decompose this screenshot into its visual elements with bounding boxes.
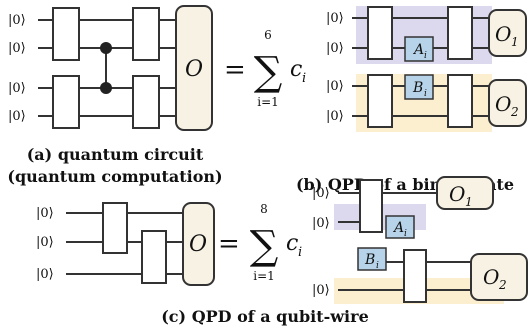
gate-c-1 [102,202,128,254]
control-dot-top [100,42,112,54]
observable-b1-label: O [495,22,511,46]
sum-a-lower: i=1 [257,95,279,109]
gate-c-2 [141,230,167,284]
control-dot-bottom [100,82,112,94]
observable-b2-box [488,79,527,127]
sum-c-lower: i=1 [253,269,275,283]
observable-c2-box [470,253,528,301]
observable-c2-sub: 2 [498,278,507,292]
ket-c-1: |0⟩ [36,206,54,221]
gate-b-1 [367,6,393,60]
ket-a-3: |0⟩ [8,81,26,96]
gate-c-right-2 [403,249,427,303]
sub-gate-b-c-label: B [364,252,375,268]
sub-gate-b-b-label: B [412,80,423,96]
ket-a-1: |0⟩ [8,13,26,28]
gate-a-4 [132,75,160,129]
coef-a-sub: i [302,71,306,86]
caption-a-line2: (quantum computation) [7,167,222,186]
ket-a-4: |0⟩ [8,109,26,124]
coef-c: c [286,231,298,256]
observable-c1-box [436,176,494,210]
ket-c-2: |0⟩ [36,235,54,250]
observable-c-label: O [189,232,207,257]
ket-b-4: |0⟩ [326,109,344,124]
panel-c-circuit: |0⟩ |0⟩ |0⟩ O = 8 ∑ i=1 c i |0⟩ |0⟩ |0⟩ … [36,176,528,326]
coef-c-sub: i [298,245,302,260]
observable-c1-sub: 1 [465,195,473,209]
sub-gate-a-b-sub: i [424,51,427,61]
sub-gate-a-b-label: A [412,42,424,58]
caption-c: (c) QPD of a qubit-wire [161,307,369,326]
caption-a-line1: (a) quantum circuit [27,145,204,164]
coef-a: c [290,57,302,82]
sub-gate-a-c [385,215,415,239]
equals-c: = [218,229,240,259]
observable-a-label: O [185,57,203,82]
ket-c-right-2: |0⟩ [312,216,330,231]
observable-c2-label: O [483,265,499,289]
observable-c-box [182,202,215,286]
gate-a-3 [132,7,160,61]
sum-a-upper: 6 [264,28,272,42]
sub-gate-a-c-label: A [392,220,404,236]
sub-gate-b-c-sub: i [376,261,379,271]
gate-b-2 [367,74,393,128]
ket-c-right-3: |0⟩ [312,283,330,298]
ket-a-2: |0⟩ [8,41,26,56]
observable-b1-sub: 1 [511,35,519,49]
observable-b2-label: O [495,92,511,116]
ket-b-1: |0⟩ [326,11,344,26]
gate-c-right-1 [359,179,383,233]
observable-c1-label: O [449,182,465,206]
sum-c-sign: ∑ [250,223,279,269]
sub-gate-b-b-sub: i [424,89,427,99]
ket-b-3: |0⟩ [326,79,344,94]
sub-gate-a-b [404,36,434,62]
gate-b-3 [447,6,473,60]
equals-a: = [224,55,246,85]
sub-gate-a-c-sub: i [404,229,407,239]
ket-c-3: |0⟩ [36,267,54,282]
panel-b-binary-gate: |0⟩ |0⟩ |0⟩ |0⟩ A i B i O 1 O 2 (b) QPD … [296,6,527,194]
observable-b2-sub: 2 [510,105,519,119]
sub-gate-b-b [404,74,434,100]
observable-b1-box [488,9,527,57]
ket-b-2: |0⟩ [326,41,344,56]
sum-a-sign: ∑ [254,49,283,95]
gate-a-2 [52,75,80,129]
sub-gate-b-c [357,247,387,271]
ket-c-right-1: |0⟩ [312,186,330,201]
sum-c-upper: 8 [260,202,268,216]
observable-a-box [175,5,213,131]
gate-b-4 [447,74,473,128]
panel-a-circuit: |0⟩ |0⟩ |0⟩ |0⟩ O = 6 ∑ i=1 c i (a) quan… [7,5,306,186]
gate-a-1 [52,7,80,61]
